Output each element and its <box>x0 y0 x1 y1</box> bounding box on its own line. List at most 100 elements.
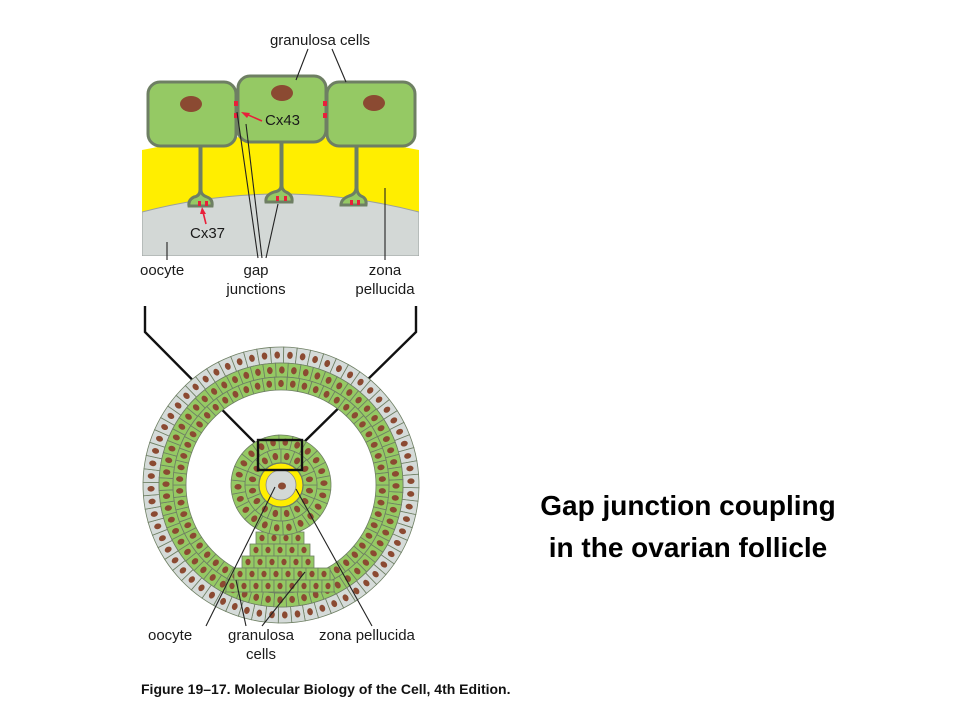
cell-nucleus <box>324 359 331 368</box>
cell-nucleus <box>257 558 263 566</box>
cell-nucleus <box>336 382 343 390</box>
cell-nucleus <box>307 608 313 616</box>
cell-nucleus <box>222 566 229 574</box>
cell-nucleus <box>261 457 268 465</box>
cell-nucleus <box>313 582 319 590</box>
cell-nucleus <box>312 356 318 364</box>
cell-nucleus <box>259 534 265 542</box>
cell-nucleus <box>236 495 244 502</box>
cell-nucleus <box>178 423 186 430</box>
cell-nucleus <box>370 522 378 529</box>
cell-nucleus <box>302 369 309 377</box>
label-cells-bottom: cells <box>246 646 276 663</box>
cell-nucleus <box>314 503 322 510</box>
cell-nucleus <box>245 558 251 566</box>
cell-nucleus <box>243 386 250 394</box>
cell-nucleus <box>242 506 250 513</box>
cell-nucleus <box>212 559 219 567</box>
cell-nucleus <box>333 396 340 404</box>
cell-nucleus <box>318 468 326 475</box>
cell-nucleus <box>289 582 295 590</box>
cell-nucleus <box>286 523 292 531</box>
cell-nucleus <box>200 566 207 574</box>
cell-nucleus <box>301 546 307 554</box>
cell-nucleus <box>407 478 415 485</box>
cell-nucleus <box>400 440 408 447</box>
cell-nucleus <box>224 362 231 370</box>
cell-nucleus <box>281 558 287 566</box>
cell-nucleus <box>220 597 227 605</box>
cell-nucleus <box>183 392 190 399</box>
cell-nucleus <box>209 574 216 581</box>
cell-nucleus <box>274 351 281 359</box>
cell-nucleus <box>164 505 172 511</box>
cell-nucleus <box>406 465 414 472</box>
cell-nucleus <box>305 558 311 566</box>
cell-nucleus <box>184 522 192 529</box>
cell-nucleus <box>351 551 359 558</box>
slide-title-line-1: Gap junction coupling <box>540 490 836 521</box>
cell-nucleus <box>301 582 307 590</box>
cell-nucleus <box>266 380 273 388</box>
cell-nucleus <box>312 591 319 599</box>
cell-nucleus <box>163 469 171 475</box>
cell-nucleus <box>283 509 290 518</box>
cell-nucleus <box>289 380 296 388</box>
cell-nucleus <box>253 546 259 554</box>
cell-nucleus <box>392 483 400 489</box>
cell-nucleus <box>189 431 197 438</box>
cell-nucleus <box>251 515 258 522</box>
cell-nucleus <box>319 492 327 499</box>
cell-nucleus <box>299 353 306 361</box>
cell-nucleus <box>363 579 370 587</box>
cell-nucleus <box>236 358 243 366</box>
cell-nucleus <box>279 366 285 374</box>
cell-nucleus <box>387 447 395 454</box>
label-pellucida: pellucida <box>355 281 415 298</box>
cell-nucleus <box>347 371 354 379</box>
cell-nucleus <box>376 540 384 547</box>
cell-nucleus <box>232 390 239 398</box>
cell-nucleus <box>291 367 297 375</box>
cell-nucleus <box>294 457 301 465</box>
cell-nucleus <box>192 383 199 391</box>
cell-nucleus <box>231 602 238 611</box>
cell-nucleus <box>305 476 314 483</box>
cell-nucleus <box>390 417 398 424</box>
cell-nucleus <box>367 387 374 394</box>
cell-nucleus <box>297 570 303 578</box>
cell-nucleus <box>248 476 257 483</box>
cell-nucleus <box>240 460 248 467</box>
cell-nucleus <box>198 584 205 592</box>
cell-nucleus <box>155 435 164 442</box>
gap-junction-marks <box>198 101 360 206</box>
cell-nucleus <box>158 535 166 542</box>
cell-nucleus <box>297 519 304 527</box>
cell-nucleus <box>293 558 299 566</box>
cell-nucleus <box>147 485 155 492</box>
cumulus-stalk <box>225 519 335 593</box>
cell-nucleus <box>365 431 373 438</box>
follicle-leader-lines <box>205 486 373 627</box>
cell-nucleus <box>180 453 188 459</box>
cell-nucleus <box>254 382 261 390</box>
cell-nucleus <box>294 610 301 618</box>
cell-nucleus <box>301 594 307 602</box>
figure-caption: Figure 19–17. Molecular Biology of the C… <box>141 681 511 697</box>
cell-nucleus <box>273 570 279 578</box>
cell-nucleus <box>389 506 397 513</box>
cell-nucleus <box>365 532 373 539</box>
oocyte-region <box>142 193 419 256</box>
cell-nucleus <box>192 404 200 411</box>
cell-nucleus <box>150 511 158 517</box>
cell-nucleus <box>213 368 220 376</box>
cell-nucleus <box>176 488 184 494</box>
cell-nucleus <box>253 498 261 505</box>
cell-nucleus <box>281 611 288 619</box>
cell-nucleus <box>161 424 169 431</box>
cell-nucleus <box>179 567 187 574</box>
cell-nucleus <box>386 518 394 525</box>
cell-nucleus <box>202 375 209 383</box>
label-granulosa-cells-top: granulosa cells <box>270 32 370 49</box>
zoom-box <box>256 438 304 472</box>
